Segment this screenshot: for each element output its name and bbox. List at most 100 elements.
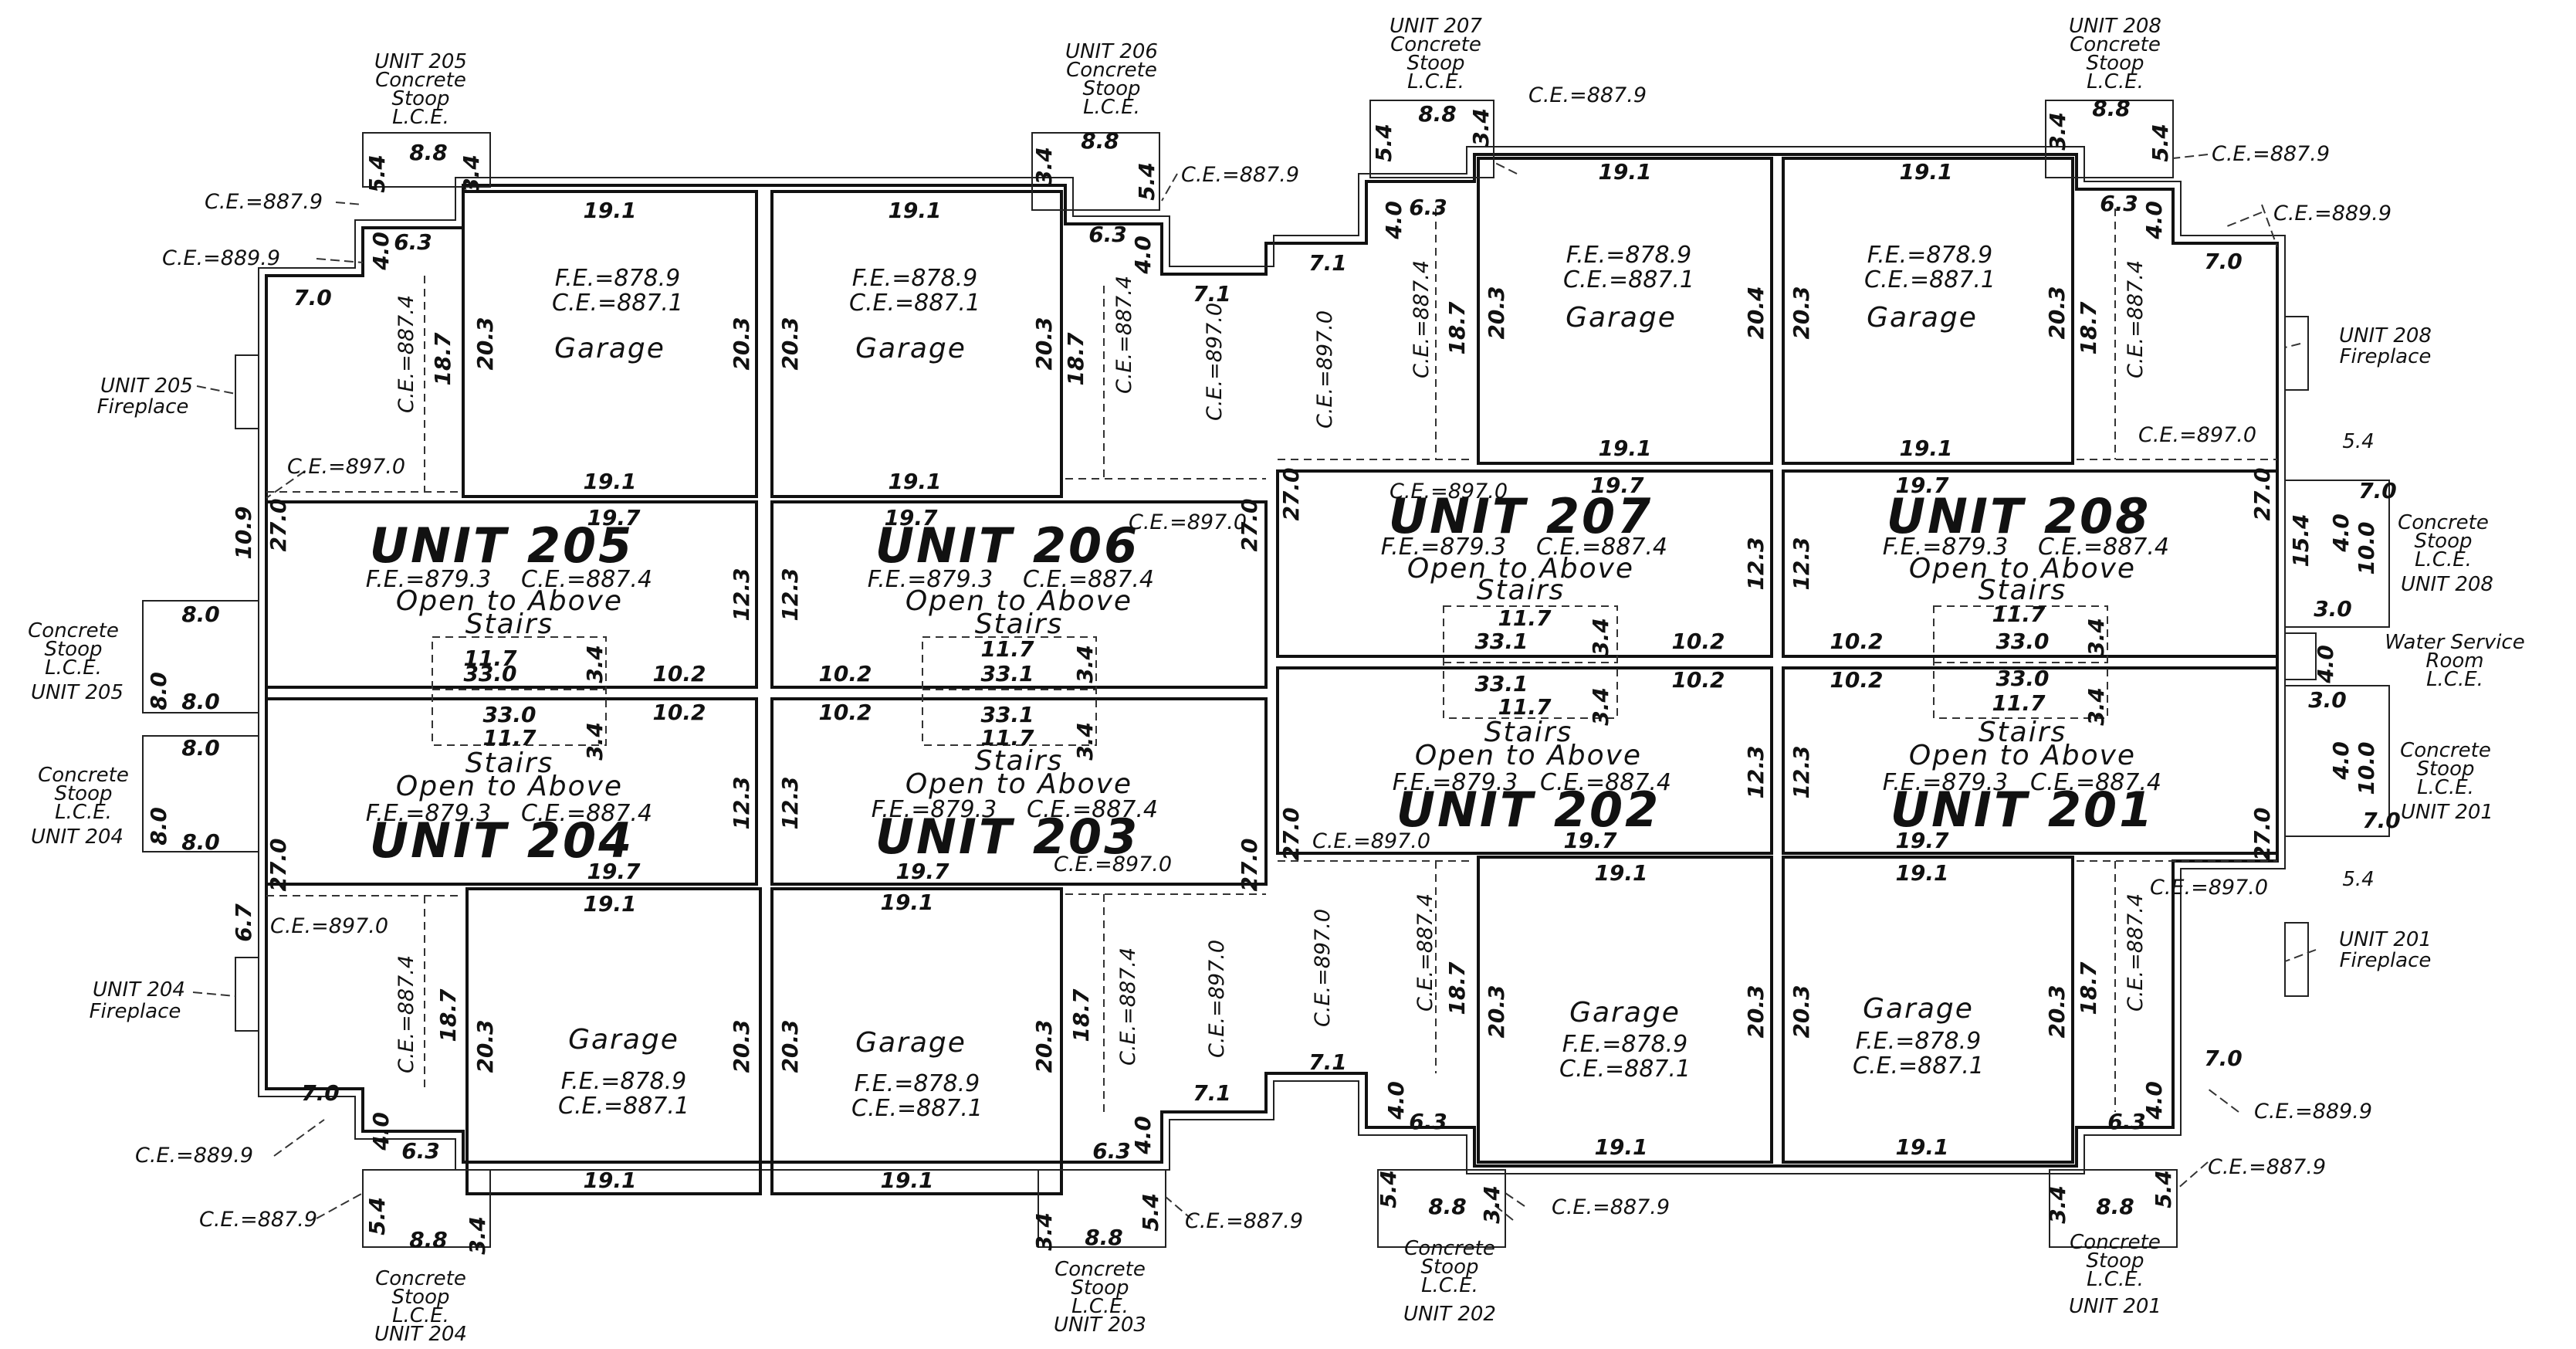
svg-text:3.4: 3.4 xyxy=(1031,147,1057,185)
svg-text:3.4: 3.4 xyxy=(2083,618,2109,656)
svg-text:4.0: 4.0 xyxy=(1130,236,1156,275)
svg-text:C.E.=897.0: C.E.=897.0 xyxy=(1203,303,1227,421)
svg-text:L.C.E.: L.C.E. xyxy=(2087,70,2144,93)
garage-205 xyxy=(462,190,758,498)
garage-208-ce: C.E.=887.1 xyxy=(1864,266,1995,293)
living-203 xyxy=(770,697,1268,886)
svg-text:20.3: 20.3 xyxy=(777,1019,803,1073)
svg-text:Concrete: Concrete xyxy=(2070,1231,2161,1254)
garage-206 xyxy=(770,190,1063,498)
unit-206-label: UNIT 206 xyxy=(875,517,1140,574)
svg-text:20.3: 20.3 xyxy=(2044,286,2070,339)
unit-elevations: F.E.=879.3 C.E.=887.4 F.E.=879.3 C.E.=88… xyxy=(366,534,2169,827)
svg-text:4.0: 4.0 xyxy=(368,232,394,271)
svg-text:19.1: 19.1 xyxy=(1598,159,1651,185)
unit-202-fe: F.E.=879.3 xyxy=(1393,769,1518,796)
svg-text:C.E.=887.4: C.E.=887.4 xyxy=(2124,893,2148,1012)
svg-text:5.4: 5.4 xyxy=(364,154,390,193)
svg-text:C.E.=897.0: C.E.=897.0 xyxy=(1205,940,1229,1058)
building-outline xyxy=(265,153,2279,1168)
stoop-205 xyxy=(362,132,491,188)
svg-text:4.0: 4.0 xyxy=(2141,1081,2167,1120)
fireplace-201 xyxy=(2284,922,2309,997)
svg-text:Stoop: Stoop xyxy=(391,1286,449,1309)
stoop-left-205 xyxy=(142,600,259,713)
living-204 xyxy=(265,697,758,886)
svg-text:8.0: 8.0 xyxy=(181,602,220,627)
unit-201-stairs: Stairs xyxy=(1979,717,2067,748)
svg-text:C.E.=887.9: C.E.=887.9 xyxy=(2208,1155,2326,1179)
callouts: UNIT 205 Concrete Stoop L.C.E. UNIT 206 … xyxy=(28,15,2525,1346)
svg-text:8.8: 8.8 xyxy=(1418,101,1457,127)
stairs-206-203 xyxy=(922,636,1097,746)
stoop-208 xyxy=(2045,100,2174,178)
svg-text:3.4: 3.4 xyxy=(2045,1185,2070,1224)
svg-text:6.3: 6.3 xyxy=(401,1138,440,1164)
vertical-dimension-labels: 20.3 20.3 20.3 20.3 20.3 20.4 20.3 20.3 … xyxy=(146,108,2379,1255)
svg-text:Stoop: Stoop xyxy=(54,782,112,805)
unit-203-open: Open to Above xyxy=(905,768,1132,800)
entry-dashes-right xyxy=(2077,208,2277,1112)
svg-text:33.1: 33.1 xyxy=(1474,629,1528,654)
svg-text:19.7: 19.7 xyxy=(1895,473,1949,498)
svg-text:27.0: 27.0 xyxy=(2249,807,2275,860)
garage-205-ce: C.E.=887.1 xyxy=(552,290,683,317)
svg-text:19.1: 19.1 xyxy=(880,1168,933,1193)
stoop-right-201 xyxy=(2284,685,2390,837)
garage-203-fe: F.E.=878.9 xyxy=(855,1070,980,1097)
svg-text:12.3: 12.3 xyxy=(1789,537,1814,590)
svg-text:19.1: 19.1 xyxy=(1895,860,1948,886)
svg-text:C.E.=889.9: C.E.=889.9 xyxy=(162,246,280,270)
stoop-203 xyxy=(1038,1169,1166,1248)
svg-text:12.3: 12.3 xyxy=(1743,537,1769,590)
svg-text:Fireplace: Fireplace xyxy=(97,395,189,419)
unit-205-fe: F.E.=879.3 xyxy=(366,566,491,593)
svg-text:Stoop: Stoop xyxy=(1071,1276,1129,1300)
garage-201-label: Garage xyxy=(1863,993,1974,1025)
svg-text:18.7: 18.7 xyxy=(435,988,461,1042)
svg-text:8.8: 8.8 xyxy=(1081,128,1119,154)
svg-text:19.1: 19.1 xyxy=(1594,860,1647,886)
svg-text:Stoop: Stoop xyxy=(2414,530,2472,553)
svg-text:4.0: 4.0 xyxy=(2328,514,2354,553)
svg-text:UNIT 204: UNIT 204 xyxy=(31,825,124,849)
svg-text:10.2: 10.2 xyxy=(1671,629,1725,654)
svg-text:10.9: 10.9 xyxy=(231,506,256,559)
svg-text:3.0: 3.0 xyxy=(2314,596,2352,622)
garage-208-label: Garage xyxy=(1867,302,1978,334)
svg-text:3.4: 3.4 xyxy=(582,722,608,761)
svg-text:L.C.E.: L.C.E. xyxy=(1083,96,1140,119)
svg-text:20.3: 20.3 xyxy=(1031,1019,1057,1073)
svg-text:3.4: 3.4 xyxy=(1072,645,1098,683)
svg-text:8.8: 8.8 xyxy=(2096,1194,2134,1219)
living-201 xyxy=(1782,666,2279,855)
svg-text:11.7: 11.7 xyxy=(1498,605,1552,631)
stoop-202 xyxy=(1377,1169,1506,1248)
svg-text:5.4: 5.4 xyxy=(2342,868,2374,891)
svg-text:L.C.E.: L.C.E. xyxy=(45,656,102,680)
unit-208-fe: F.E.=879.3 xyxy=(1883,534,2008,561)
svg-text:C.E.=897.0: C.E.=897.0 xyxy=(1312,829,1430,853)
svg-text:Stoop: Stoop xyxy=(391,87,449,110)
svg-text:7.0: 7.0 xyxy=(293,285,332,310)
ce-vertical-labels: C.E.=887.4 C.E.=887.4 C.E.=897.0 C.E.=89… xyxy=(394,260,2148,1073)
garage-207-label: Garage xyxy=(1566,302,1677,334)
entry-dashes-left xyxy=(266,276,463,1089)
svg-text:Concrete: Concrete xyxy=(1054,1258,1146,1281)
svg-text:C.E.=897.0: C.E.=897.0 xyxy=(1390,480,1508,503)
svg-text:18.7: 18.7 xyxy=(2076,961,2101,1015)
svg-text:10.2: 10.2 xyxy=(652,700,706,725)
svg-text:C.E.=897.0: C.E.=897.0 xyxy=(287,455,405,479)
svg-text:C.E.=887.9: C.E.=887.9 xyxy=(199,1208,317,1232)
svg-text:C.E.=887.4: C.E.=887.4 xyxy=(1112,276,1136,394)
svg-text:4.0: 4.0 xyxy=(2313,645,2338,684)
unit-202-label: UNIT 202 xyxy=(1396,781,1661,838)
svg-text:20.3: 20.3 xyxy=(2044,985,2070,1038)
unit-201-ce: C.E.=887.4 xyxy=(2030,769,2161,796)
svg-text:UNIT 208: UNIT 208 xyxy=(2069,15,2161,38)
svg-text:19.1: 19.1 xyxy=(1899,159,1952,185)
svg-text:Stoop: Stoop xyxy=(1406,52,1464,75)
svg-text:27.0: 27.0 xyxy=(1237,498,1262,551)
stairs-205-204 xyxy=(432,636,607,746)
svg-text:L.C.E.: L.C.E. xyxy=(55,801,112,824)
